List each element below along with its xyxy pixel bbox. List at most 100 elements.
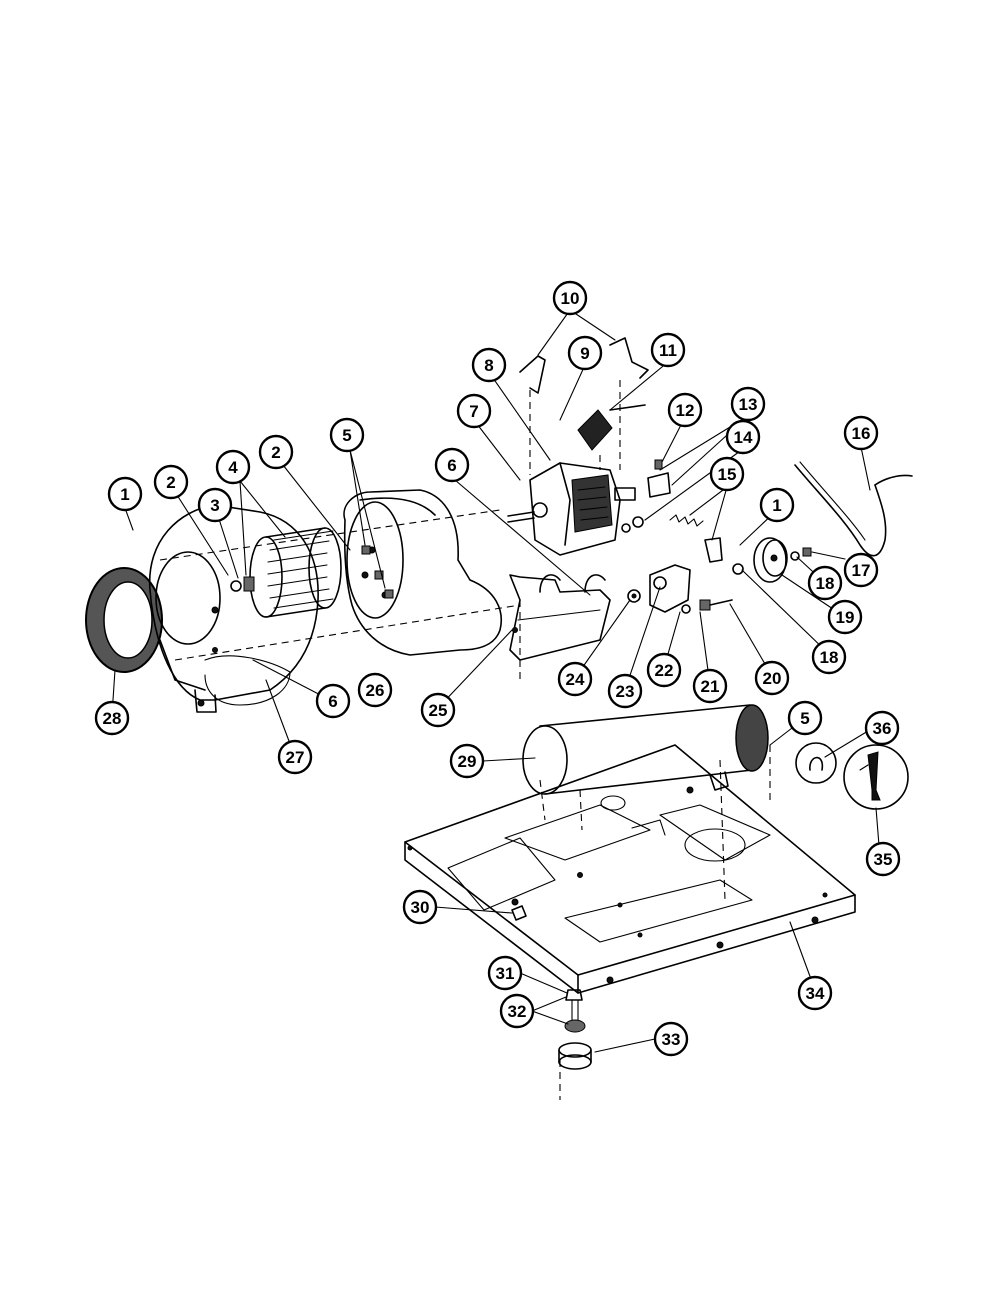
callout-36: 36 <box>864 710 900 746</box>
callout-7: 7 <box>456 393 492 429</box>
svg-text:33: 33 <box>662 1030 681 1049</box>
part-30-screw <box>511 905 527 921</box>
callout-27: 27 <box>277 739 313 775</box>
svg-text:30: 30 <box>411 898 430 917</box>
svg-text:11: 11 <box>659 341 677 360</box>
callout-18: 18 <box>811 639 847 675</box>
callout-5: 5 <box>787 700 823 736</box>
callout-12: 12 <box>667 392 703 428</box>
svg-text:12: 12 <box>676 401 695 420</box>
part-27-blower-housing-front <box>148 504 319 713</box>
svg-text:5: 5 <box>342 426 351 445</box>
callout-6: 6 <box>315 683 351 719</box>
callout-35: 35 <box>865 841 901 877</box>
svg-text:13: 13 <box>739 395 758 414</box>
part-3-4-hub-hardware <box>230 576 255 592</box>
svg-text:8: 8 <box>484 356 493 375</box>
svg-text:25: 25 <box>429 701 448 720</box>
svg-text:18: 18 <box>820 648 839 667</box>
callout-22: 22 <box>646 652 682 688</box>
part-34-base-plate <box>404 744 856 994</box>
callout-19: 19 <box>827 599 863 635</box>
callout-2: 2 <box>153 464 189 500</box>
part-36-clip-detail <box>795 742 837 784</box>
part-10-motor-clips <box>519 337 649 394</box>
part-12-13-14-fittings <box>621 459 671 533</box>
callout-29: 29 <box>449 743 485 779</box>
callout-1: 1 <box>759 487 795 523</box>
part-22-24-idler-bracket <box>627 564 691 614</box>
callout-2: 2 <box>258 434 294 470</box>
svg-text:2: 2 <box>166 473 175 492</box>
callout-25: 25 <box>420 692 456 728</box>
svg-text:4: 4 <box>228 458 238 477</box>
part-15-idler-spring <box>669 514 723 563</box>
svg-text:22: 22 <box>655 661 674 680</box>
callout-20: 20 <box>754 660 790 696</box>
part-33-leg-foot <box>558 1042 592 1070</box>
part-11-relay <box>577 404 646 451</box>
svg-text:31: 31 <box>496 964 515 983</box>
part-5-screws <box>361 545 394 599</box>
callout-1: 1 <box>107 476 143 512</box>
svg-text:1: 1 <box>772 496 781 515</box>
callout-16: 16 <box>843 415 879 451</box>
svg-text:28: 28 <box>103 709 122 728</box>
svg-text:17: 17 <box>852 561 871 580</box>
callout-24: 24 <box>557 661 593 697</box>
svg-text:3: 3 <box>210 496 219 515</box>
callout-21: 21 <box>692 668 728 704</box>
svg-text:27: 27 <box>286 748 305 767</box>
svg-text:21: 21 <box>701 677 720 696</box>
callout-8: 8 <box>471 347 507 383</box>
part-7-motor <box>507 462 636 556</box>
part-29-heater-duct <box>522 704 769 795</box>
callout-30: 30 <box>402 889 438 925</box>
callout-31: 31 <box>487 955 523 991</box>
callout-6: 6 <box>434 447 470 483</box>
svg-text:20: 20 <box>763 669 782 688</box>
callout-33: 33 <box>653 1021 689 1057</box>
svg-text:5: 5 <box>800 709 809 728</box>
svg-text:29: 29 <box>458 752 477 771</box>
svg-text:1: 1 <box>120 485 129 504</box>
svg-text:32: 32 <box>508 1002 527 1021</box>
callout-17: 17 <box>843 552 879 588</box>
svg-text:6: 6 <box>328 692 337 711</box>
callout-11: 11 <box>650 332 686 368</box>
svg-text:16: 16 <box>852 424 871 443</box>
svg-text:19: 19 <box>836 608 855 627</box>
callout-9: 9 <box>567 335 603 371</box>
part-28-lint-ring <box>85 567 163 673</box>
part-25-motor-mount <box>509 574 611 661</box>
callout-14: 14 <box>725 419 761 455</box>
alignment-lines <box>159 380 771 1100</box>
svg-text:14: 14 <box>734 428 753 447</box>
callout-23: 23 <box>607 673 643 709</box>
svg-text:6: 6 <box>447 456 456 475</box>
svg-text:26: 26 <box>366 681 385 700</box>
svg-text:15: 15 <box>718 465 737 484</box>
svg-text:24: 24 <box>566 670 585 689</box>
svg-text:9: 9 <box>580 344 589 363</box>
callout-10: 10 <box>552 280 588 316</box>
callout-28: 28 <box>94 700 130 736</box>
svg-text:2: 2 <box>271 443 280 462</box>
svg-text:7: 7 <box>469 402 478 421</box>
part-35-clip-detail <box>843 744 909 810</box>
svg-text:10: 10 <box>561 289 580 308</box>
part-31-32-leveling-leg <box>564 989 586 1033</box>
part-4-blower-wheel <box>249 527 342 618</box>
part-19-idler-pulley <box>732 537 812 583</box>
part-26-blower-housing-rear <box>343 489 502 656</box>
part-16-drive-belt <box>794 461 913 557</box>
svg-text:35: 35 <box>874 850 893 869</box>
callout-4: 4 <box>215 449 251 485</box>
callout-3: 3 <box>197 487 233 523</box>
svg-text:18: 18 <box>816 574 835 593</box>
callout-15: 15 <box>709 456 745 492</box>
part-20-21-bolt <box>699 599 733 611</box>
callout-32: 32 <box>499 993 535 1029</box>
callout-34: 34 <box>797 975 833 1011</box>
callout-13: 13 <box>730 386 766 422</box>
